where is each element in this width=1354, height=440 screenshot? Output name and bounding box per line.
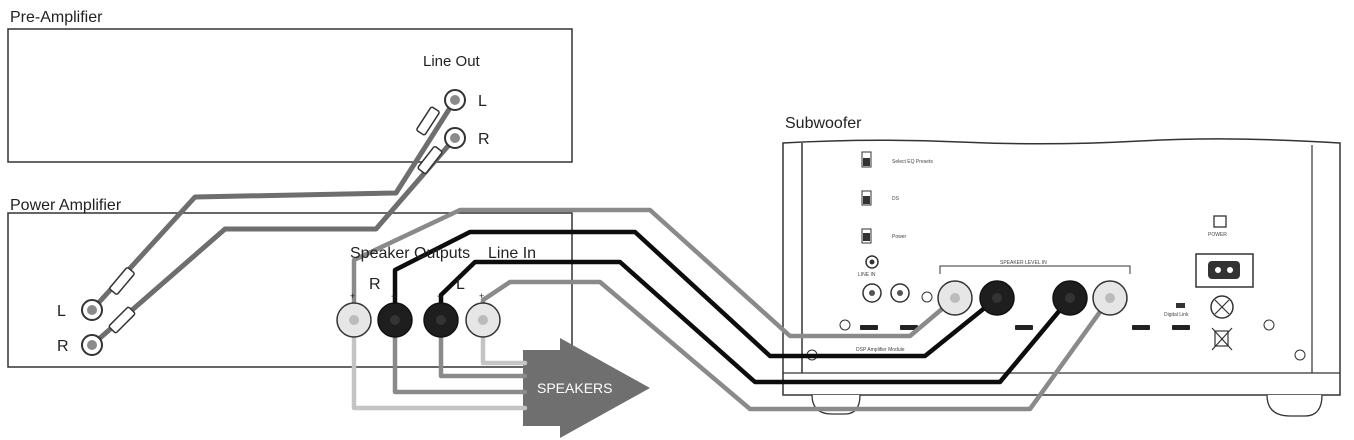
speaker-r-label: R — [369, 276, 381, 293]
plus-r-label: + — [350, 291, 355, 301]
speaker-terminals — [336, 302, 501, 338]
screw-icon — [839, 319, 851, 331]
digital-link-label: Digital Link — [1164, 312, 1189, 318]
speaker-wire-rminus-to-sub — [392, 229, 1000, 359]
speaker-wire-rminus-to-speaker — [392, 317, 528, 395]
screw-icon — [1263, 319, 1275, 331]
cables — [89, 97, 1113, 412]
speaker-wire-lplus-to-sub — [480, 279, 1113, 412]
power-in-l-label: L — [57, 303, 66, 320]
power-label: POWER — [1208, 232, 1227, 238]
minus-r-label: − — [391, 291, 396, 301]
minus-l-label: − — [437, 291, 442, 301]
ds-switch: DS — [861, 190, 900, 206]
speaker-level-bracket — [939, 265, 1131, 274]
speaker-level-label: SPEAKER LEVEL IN — [1000, 260, 1047, 266]
dolby-logo-icon — [1213, 215, 1227, 228]
line-out-l-label: L — [478, 93, 487, 110]
speaker-l-label: L — [456, 276, 465, 293]
line-out-r-label: R — [478, 131, 490, 148]
subwoofer-body — [782, 138, 1341, 396]
speaker-wire-rplus-to-speaker — [351, 317, 528, 411]
rca-plug-power-l — [109, 267, 135, 295]
weee-icon — [1211, 327, 1233, 351]
power-amplifier-label: Power Amplifier — [10, 197, 122, 214]
screw-icon — [1294, 349, 1306, 361]
subwoofer-label: Subwoofer — [785, 115, 862, 132]
speaker-wire-lminus-to-sub — [438, 259, 1073, 385]
plus-l-label: + — [479, 291, 484, 301]
subwoofer-foot-right — [1266, 394, 1323, 417]
power-switch-label: Power — [892, 234, 907, 240]
speaker-wire-rplus-to-sub — [351, 207, 958, 339]
speakers-arrow — [523, 338, 650, 438]
module-slots — [860, 325, 1190, 330]
rca-cable-right — [89, 135, 458, 348]
screw-icon — [921, 291, 933, 303]
pre-amplifier-label: Pre-Amplifier — [10, 9, 103, 26]
rca-cable-left — [89, 97, 458, 313]
sub-line-in-label: LINE IN — [858, 272, 876, 278]
ds-switch-label: DS — [892, 196, 900, 202]
sub-speaker-terminals — [937, 280, 1128, 316]
rca-plug-power-r — [108, 306, 136, 334]
rca-plug-lineout-l — [416, 106, 440, 136]
eq-switch: Select EQ Presets — [861, 151, 933, 168]
speaker-outputs-label: Speaker Outputs — [350, 245, 470, 262]
line-out-label: Line Out — [423, 53, 481, 70]
module-info-label: DSP Amplifier Module — [856, 347, 905, 353]
power-switch: Power — [861, 228, 907, 244]
pre-amplifier-box — [7, 28, 573, 163]
speaker-wire-lminus-to-speaker — [438, 317, 528, 379]
eq-switch-label: Select EQ Presets — [892, 159, 933, 165]
rca-plug-lineout-r — [417, 145, 443, 175]
line-in-label: Line In — [488, 245, 536, 262]
speakers-arrow-label: SPEAKERS — [537, 380, 612, 396]
subwoofer: Select EQ Presets DS Power LINE IN SPEAK… — [782, 138, 1341, 417]
line-out-jacks — [444, 89, 466, 149]
power-amp-input-jacks — [81, 299, 103, 356]
power-in-r-label: R — [57, 338, 69, 355]
rca-plugs — [108, 106, 443, 334]
digital-link-port — [1176, 303, 1185, 308]
